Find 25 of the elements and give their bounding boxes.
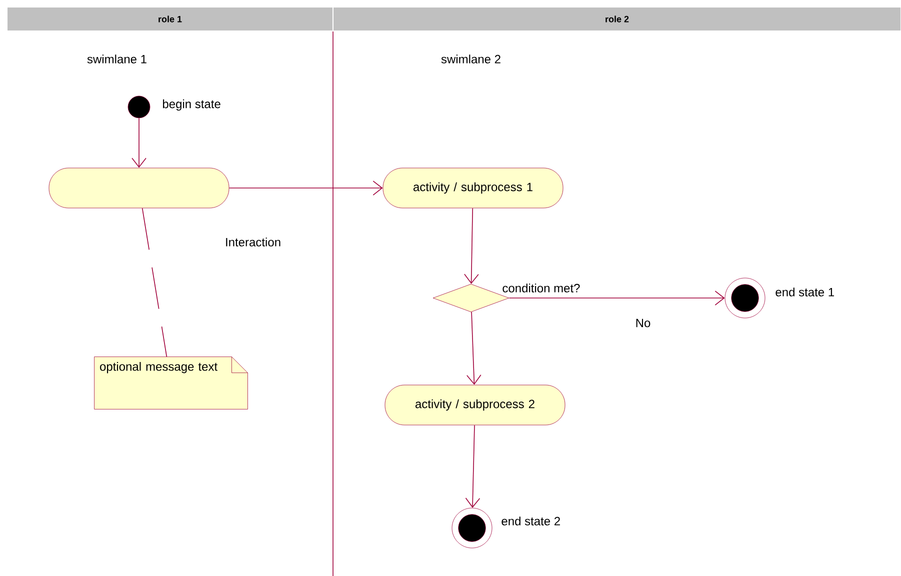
state-label: end state 1 xyxy=(776,288,834,296)
node-label: role 2 xyxy=(606,16,629,22)
note-link xyxy=(142,208,168,358)
lane-title: swimlane 1 xyxy=(87,54,146,64)
note: optional message text xyxy=(94,356,248,410)
end-node xyxy=(724,278,766,318)
header-cell: role 2 xyxy=(332,6,901,32)
arrow xyxy=(466,312,482,385)
edge-label: Interaction xyxy=(224,236,282,248)
state-label: condition met? xyxy=(502,284,580,292)
arrow xyxy=(228,180,383,196)
activity-box: activity / subprocess 1 xyxy=(382,168,564,208)
lane-title: swimlane 2 xyxy=(441,54,500,64)
edge-label: No xyxy=(634,318,652,328)
activity-box: activity / subprocess 2 xyxy=(384,384,566,426)
arrow xyxy=(132,118,146,168)
arrow xyxy=(464,208,479,284)
state-label: begin state xyxy=(162,99,220,111)
start-node xyxy=(128,96,150,118)
state-label: end state 2 xyxy=(502,516,560,526)
arrow xyxy=(465,424,480,508)
header-cell: role 1 xyxy=(6,6,334,32)
end-node xyxy=(452,508,492,548)
activity-box xyxy=(48,168,230,208)
arrow xyxy=(508,290,725,306)
